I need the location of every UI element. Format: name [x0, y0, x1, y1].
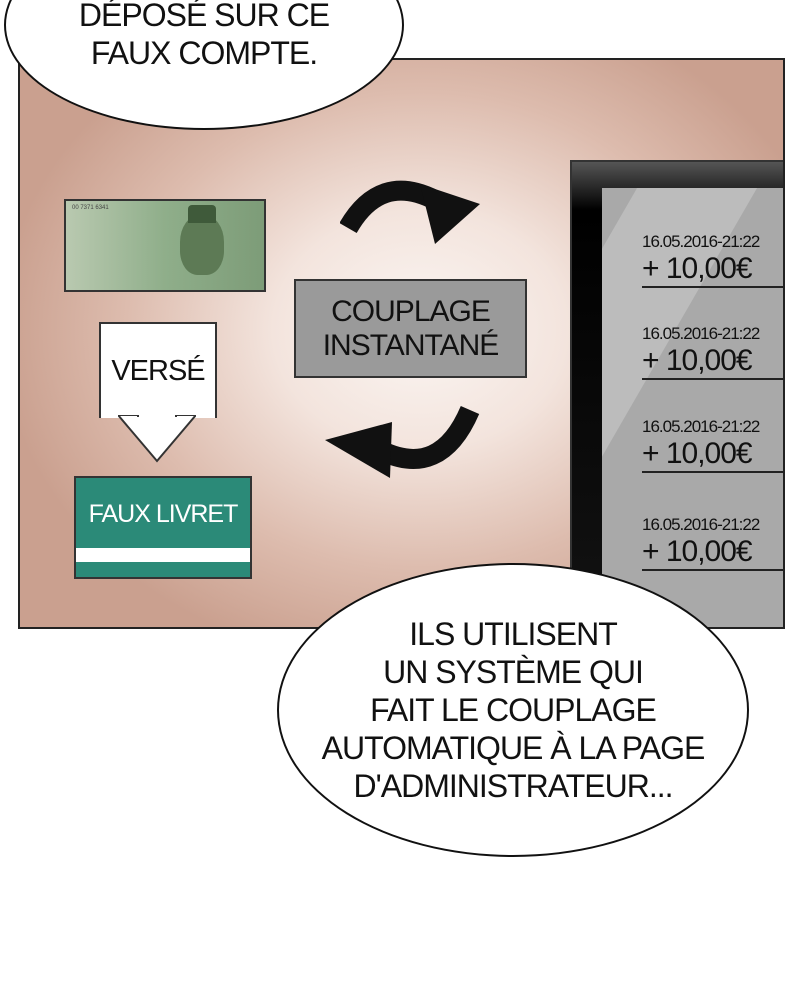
- coupling-box: COUPLAGE INSTANTANÉ: [294, 279, 527, 378]
- down-arrow-head-icon: [118, 415, 196, 463]
- bubble-line: AUTOMATIQUE À LA PAGE: [321, 730, 706, 766]
- deposit-label: VERSÉ: [111, 354, 205, 387]
- monitor-screen: 16.05.2016-21:22 + 10,00€ 16.05.2016-21:…: [602, 188, 783, 627]
- admin-monitor: 16.05.2016-21:22 + 10,00€ 16.05.2016-21:…: [570, 160, 783, 627]
- cycle-arrow-top-icon: [340, 180, 480, 244]
- fake-account-box: FAUX LIVRET: [74, 476, 252, 579]
- fake-account-label: FAUX LIVRET: [88, 500, 239, 528]
- banknote-image: 00 7371 6341: [64, 199, 266, 292]
- fake-account-stripe: [76, 548, 250, 562]
- transaction-amount: + 10,00€: [642, 252, 753, 285]
- banknote-serial: 00 7371 6341: [72, 205, 109, 211]
- portrait: [180, 215, 224, 275]
- bubble-line: FAUX COMPTE.: [90, 35, 318, 71]
- transaction-amount: + 10,00€: [642, 535, 753, 568]
- coupling-line-2: INSTANTANÉ: [322, 328, 500, 362]
- bubble-line: UN SYSTÈME QUI: [383, 654, 644, 690]
- speech-bubble-bottom: ILS UTILISENT UN SYSTÈME QUI FAIT LE COU…: [277, 563, 749, 857]
- bubble-line: D'ADMINISTRATEUR...: [353, 768, 674, 804]
- transaction-date: 16.05.2016-21:22: [642, 417, 760, 436]
- bubble-line: ILS UTILISENT: [409, 616, 617, 652]
- bubble-line: DÉPOSÉ SUR CE: [78, 0, 330, 33]
- transaction-row: 16.05.2016-21:22 + 10,00€: [642, 324, 783, 380]
- transaction-row: 16.05.2016-21:22 + 10,00€: [642, 232, 783, 288]
- transaction-row: 16.05.2016-21:22 + 10,00€: [642, 515, 783, 571]
- cycle-arrow-bottom-icon: [325, 405, 480, 478]
- transaction-date: 16.05.2016-21:22: [642, 515, 760, 534]
- comic-panel: 00 7371 6341 VERSÉ FAUX LIVRET COUPLAGE …: [18, 58, 785, 629]
- deposit-arrow: VERSÉ: [99, 322, 217, 418]
- coupling-line-1: COUPLAGE: [331, 294, 491, 328]
- transaction-amount: + 10,00€: [642, 344, 753, 377]
- transaction-row: 16.05.2016-21:22 + 10,00€: [642, 417, 783, 473]
- transaction-date: 16.05.2016-21:22: [642, 324, 760, 343]
- transaction-date: 16.05.2016-21:22: [642, 232, 760, 251]
- bubble-line: FAIT LE COUPLAGE: [370, 692, 657, 728]
- transaction-amount: + 10,00€: [642, 437, 753, 470]
- portrait-hat: [188, 205, 216, 223]
